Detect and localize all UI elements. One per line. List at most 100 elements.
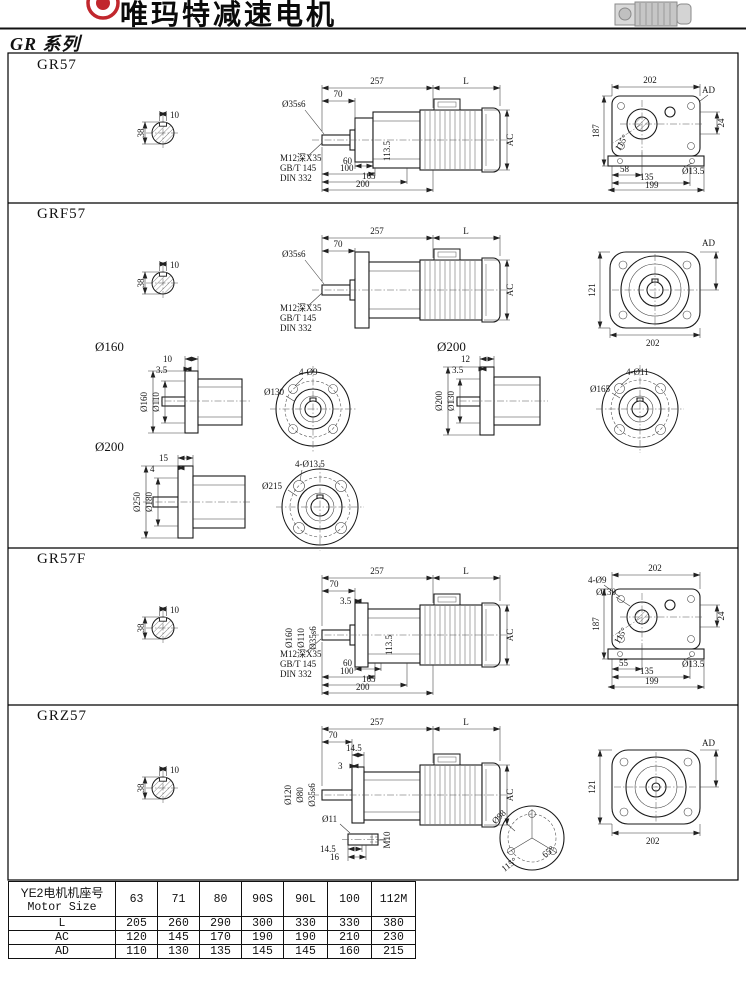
dim-AD: AD [702, 85, 715, 95]
flange-250-side: 15 4 Ø250 Ø180 [132, 453, 252, 539]
flange-200-label: Ø200 [437, 339, 466, 354]
gr57f-side-view: 257 L 70 3.5 Ø160 Ø110 Ø35s6 113.5 M12深X… [280, 566, 515, 696]
dim-200: 200 [356, 682, 370, 692]
std-gbt145: GB/T 145 [280, 163, 317, 173]
dim-70: 70 [330, 579, 340, 589]
gr57-side-view: 257 L 70 Ø35s6 113.5 M12深X35 GB/T 145 DI… [280, 76, 515, 193]
dim-121: 121 [587, 780, 597, 794]
dim-70: 70 [334, 89, 344, 99]
tap-label: M12深X35 [280, 303, 322, 313]
col-motor-size: 100 [327, 881, 372, 917]
flange-options: Ø160 10 3.5 Ø160 [95, 339, 684, 551]
hole-dia-label: Ø13.5 [682, 166, 705, 176]
grf57-side-view: 257 L 70 Ø35s6 M12深X35 GB/T 145 DIN 332 … [280, 226, 515, 333]
dim-L: L [463, 717, 469, 727]
motor-dimension-table: YE2电机机座号 Motor Size 63 71 80 90S 90L 100… [8, 881, 416, 959]
dim-187: 187 [591, 617, 601, 631]
col-motor-size: 80 [199, 881, 242, 917]
bolt-holes-label: 4-Ø11 [626, 367, 649, 377]
dim-16: 16 [330, 852, 340, 862]
dim-L: L [463, 76, 469, 86]
section-title-grz57: GRZ57 [37, 708, 87, 724]
dim-165: 165 [362, 171, 376, 181]
dim-100: 100 [340, 163, 354, 173]
dim-3: 3 [338, 761, 343, 771]
cell-value: 205 [115, 916, 158, 931]
cell-value: 330 [283, 916, 328, 931]
flange-pilot: 3.5 [452, 365, 464, 375]
std-din332: DIN 332 [280, 669, 312, 679]
std-din332: DIN 332 [280, 173, 312, 183]
cell-value: 160 [327, 944, 372, 959]
dim-187: 187 [591, 124, 601, 138]
bolt-holes-label: 4-Ø13.5 [295, 459, 325, 469]
shaft-dia-label: Ø35s6 [308, 626, 318, 650]
flange-pilot: 3.5 [156, 365, 168, 375]
bolt-circle-label: Ø215 [262, 481, 282, 491]
table-row-L: L 205 260 290 300 330 330 380 [8, 916, 416, 931]
col-motor-size: 90L [283, 881, 328, 917]
dim-AC: AC [505, 134, 515, 147]
flange-160-front: 4-Ø9 Ø130 [264, 366, 356, 452]
dim-14-5: 14.5 [346, 743, 362, 753]
flange-spigot: Ø110 [151, 392, 161, 412]
dim-135: 135 [640, 172, 654, 182]
grz57-side-view: 257 L 70 14.5 3 Ø120 Ø80 Ø35s6 AC Ø11 [283, 717, 515, 862]
flange-od: Ø160 [139, 392, 149, 412]
flange-spigot: Ø180 [144, 492, 154, 512]
std-din332: DIN 332 [280, 323, 312, 333]
tap-m10-label: M10 [382, 831, 392, 849]
page-header: 唯玛特减速电机 [0, 0, 746, 28]
cell-value: 230 [371, 930, 416, 945]
shaft-cross-section [136, 260, 180, 300]
gr57f-end-view: 202 4-Ø9 Ø130 187 115° 24 55 135 199 Ø13… [588, 563, 726, 690]
grz57-end-view: AD 121 202 [587, 738, 719, 846]
cell-value: 210 [327, 930, 372, 945]
grf57-end-view: AD 121 202 [587, 238, 719, 348]
cell-value: 135 [199, 944, 242, 959]
bolt-circle-label: Ø130 [264, 387, 284, 397]
dim-257: 257 [370, 76, 384, 86]
section-title-gr57: GR57 [37, 57, 77, 73]
angle-115-label: 115° [499, 855, 519, 873]
bolt-holes-label: 4-Ø9 [299, 367, 318, 377]
col-motor-size: 90S [241, 881, 284, 917]
cell-value: 380 [371, 916, 416, 931]
shaft-cross-section [136, 765, 180, 805]
flange-160-side: 10 3.5 Ø160 Ø110 [139, 354, 250, 434]
col-motor-size: 63 [115, 881, 158, 917]
dim-58: 58 [620, 164, 630, 174]
dim-121: 121 [587, 283, 597, 297]
flange-200-side: 12 3.5 Ø200 Ø130 [434, 354, 548, 436]
page-frame [0, 27, 746, 881]
cell-value: 330 [327, 916, 372, 931]
dia-11-label: Ø11 [322, 814, 337, 824]
dim-100: 100 [340, 666, 354, 676]
cell-value: 300 [241, 916, 284, 931]
dim-257: 257 [370, 717, 384, 727]
dim-AD: AD [702, 238, 715, 248]
flange-250-front: 4-Ø13.5 Ø215 [262, 459, 364, 551]
table-row-AC: AC 120 145 170 190 190 210 230 [8, 930, 416, 945]
brand-logo-icon [86, 0, 120, 20]
section-title-grf57: GRF57 [37, 206, 87, 222]
series-title: GR 系列 [10, 34, 81, 54]
std-gbt145: GB/T 145 [280, 313, 317, 323]
shaft-dia-label: Ø35s6 [282, 99, 306, 109]
row-label: AD [8, 944, 116, 959]
grz57-bolt-circle-detail: Ø98 115° 65° [490, 805, 565, 874]
bolt-circle-label: Ø130 [596, 587, 616, 597]
cell-value: 130 [157, 944, 200, 959]
dim-199: 199 [645, 676, 659, 686]
cell-value: 215 [371, 944, 416, 959]
dim-135: 135 [640, 666, 654, 676]
dim-center-height: 113.5 [382, 141, 392, 161]
cell-value: 110 [115, 944, 158, 959]
dim-70: 70 [329, 730, 339, 740]
cell-value: 190 [241, 930, 284, 945]
dim-L: L [463, 226, 469, 236]
table-label-en: Motor Size [27, 901, 97, 914]
dim-60: 60 [343, 658, 353, 668]
dim-60: 60 [343, 156, 353, 166]
